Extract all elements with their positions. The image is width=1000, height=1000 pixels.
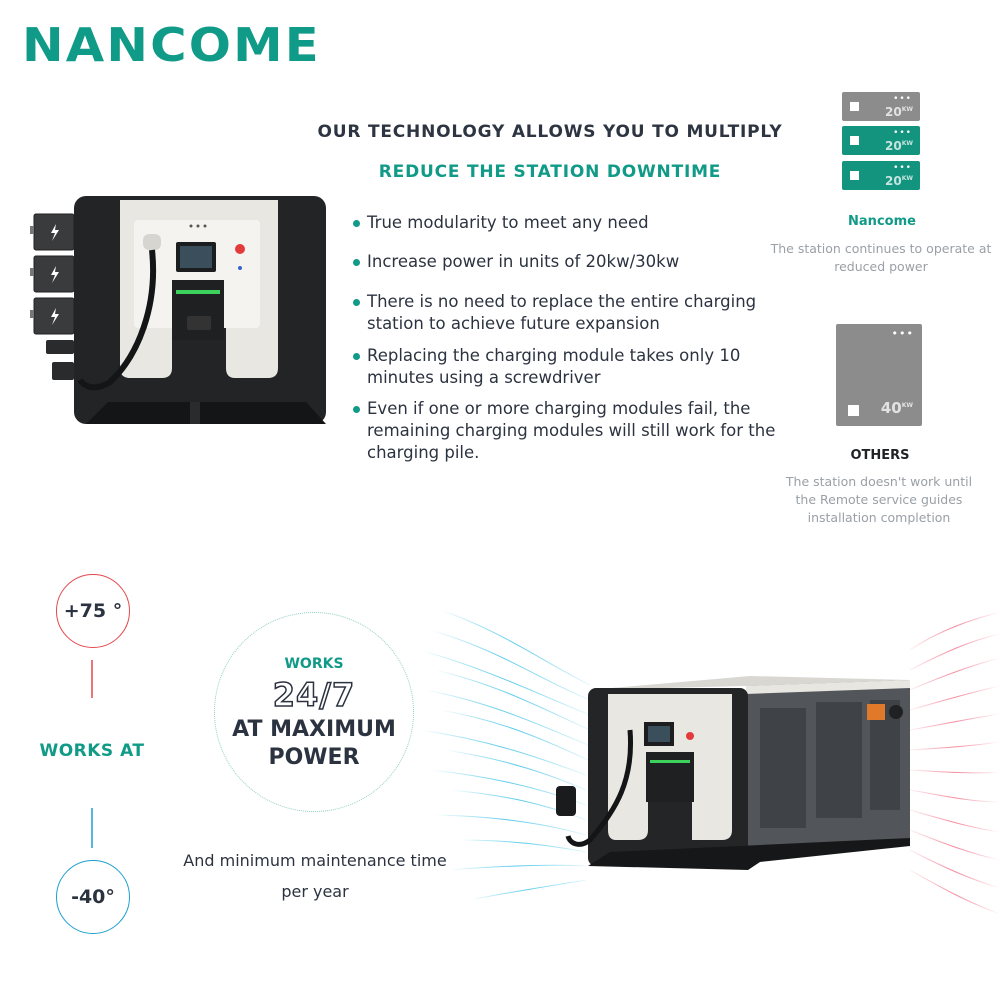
feature-list: True modularity to meet any need Increas… [352,212,782,464]
brand-logo: NANCOME [22,18,321,72]
works-at-label: WORKS AT [39,741,145,761]
others-title: OTHERS [850,448,910,463]
lightning-bolt-icon [51,224,59,241]
works-label: WORKS [284,656,344,672]
feature-item: Even if one or more charging modules fai… [352,398,782,464]
feature-item: There is no need to replace the entire c… [352,291,782,335]
temp-high-badge: +75 ° [56,574,130,648]
charger-side-illustration [420,609,1000,915]
hours-24-7: 24/7 [272,675,356,715]
warm-airflow [909,611,1000,915]
max-power-label: AT MAXIMUM POWER [232,717,396,770]
charging-module-stack [30,213,75,380]
headline-downtime: REDUCE THE STATION DOWNTIME [378,162,722,182]
temperature-scale [91,660,93,848]
temp-low-badge: -40° [56,860,130,934]
feature-item: True modularity to meet any need [352,212,782,234]
module-20kw-gray: ••• 20KW [842,92,920,121]
uptime-circle [214,612,414,812]
power-button-icon [235,244,245,254]
maintenance-text: And minimum maintenance time per year [183,851,447,901]
feature-item: Increase power in units of 20kw/30kw [352,251,782,273]
module-20kw-green: ••• 20KW [842,126,920,155]
feature-item: Replacing the charging module takes only… [352,345,782,389]
module-40kw-gray: ••• 40KW [836,324,922,426]
charger-front-illustration [30,196,326,424]
others-desc: The station doesn't work until the Remot… [785,474,973,525]
module-20kw-green: ••• 20KW [842,161,920,190]
nancome-desc: The station continues to operate at redu… [770,241,992,274]
headline-multiply: OUR TECHNOLOGY ALLOWS YOU TO MULTIPLY [317,122,783,142]
cool-airflow [420,609,591,901]
nancome-title: Nancome [848,214,916,229]
